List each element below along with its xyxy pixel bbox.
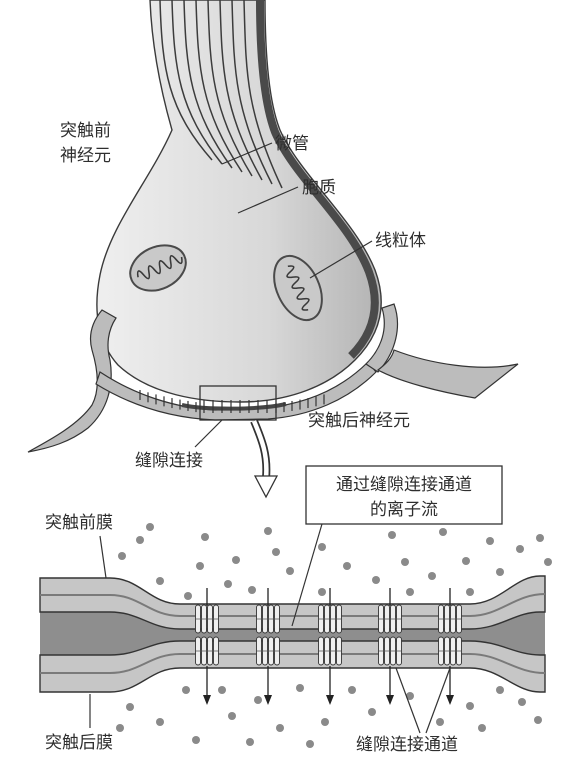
label-cytoplasm: 胞质: [302, 178, 336, 198]
ion-dot: [296, 684, 304, 692]
ion-dot: [321, 718, 329, 726]
ion-dot: [428, 572, 436, 580]
ion-dot: [536, 534, 544, 542]
ion-dot: [516, 545, 524, 553]
ion-dot: [228, 712, 236, 720]
leader-line-gap-junction: [195, 420, 222, 447]
label-presynaptic-neuron-line2: 神经元: [60, 146, 111, 166]
label-postsynaptic-membrane: 突触后膜: [45, 733, 113, 753]
ion-flow-arrowhead: [446, 695, 454, 705]
ion-dot: [248, 586, 256, 594]
ion-flow-arrowhead: [326, 695, 334, 705]
ion-dot: [466, 588, 474, 596]
ion-dot: [368, 708, 376, 716]
ion-dot: [406, 588, 414, 596]
ion-dot: [496, 686, 504, 694]
ion-dot: [436, 718, 444, 726]
ion-dot: [534, 716, 542, 724]
ion-dot: [224, 580, 232, 588]
ion-dot: [136, 536, 144, 544]
ion-dot: [439, 528, 447, 536]
ion-dot: [466, 702, 474, 710]
ion-dot: [126, 703, 134, 711]
ion-dot: [156, 718, 164, 726]
zoom-arrow: [254, 421, 277, 497]
ion-dot: [146, 523, 154, 531]
leader-line-channel-a: [396, 668, 420, 733]
label-ion-flow-line1: 通过缝隙连接通道: [336, 475, 472, 495]
ion-dot: [478, 724, 486, 732]
gap-junction-plaque: [182, 404, 286, 409]
ion-dot: [264, 527, 272, 535]
ion-dot: [232, 556, 240, 564]
ion-dot: [182, 686, 190, 694]
label-presynaptic-neuron-line1: 突触前: [60, 121, 111, 141]
ion-dot: [286, 567, 294, 575]
ion-dot: [318, 588, 326, 596]
ion-dot: [318, 543, 326, 551]
ion-dot: [486, 537, 494, 545]
label-gap-junction: 缝隙连接: [135, 451, 203, 471]
ion-dot: [254, 696, 262, 704]
ion-dot: [343, 562, 351, 570]
ion-dot: [246, 738, 254, 746]
label-ion-flow-line2: 的离子流: [370, 500, 438, 520]
ion-dot: [306, 740, 314, 748]
ion-dot: [496, 568, 504, 576]
ion-dot: [192, 736, 200, 744]
label-mitochondrion: 线粒体: [375, 231, 426, 251]
ion-dot: [184, 592, 192, 600]
presynaptic-terminal: [97, 0, 381, 402]
ion-dot: [372, 576, 380, 584]
ion-dot: [348, 686, 356, 694]
ion-dot: [201, 533, 209, 541]
ion-dot: [462, 557, 470, 565]
ion-dot: [518, 698, 526, 706]
ion-dot: [218, 686, 226, 694]
label-gap-junction-channel: 缝隙连接通道: [356, 735, 458, 755]
ion-dot: [272, 548, 280, 556]
label-microtubule: 微管: [275, 134, 309, 154]
ion-flow-arrowhead: [386, 695, 394, 705]
presynaptic-bulb: [97, 0, 381, 402]
ion-dot: [118, 552, 126, 560]
ion-flow-arrowhead: [264, 695, 272, 705]
ion-dot: [156, 577, 164, 585]
ion-dot: [276, 724, 284, 732]
ion-dot: [544, 558, 552, 566]
ion-dot: [116, 724, 124, 732]
postsynaptic-right-tail: [378, 350, 518, 398]
label-presynaptic-membrane: 突触前膜: [45, 513, 113, 533]
ion-dot: [401, 558, 409, 566]
ion-dot: [196, 562, 204, 570]
ion-dot: [388, 531, 396, 539]
label-postsynaptic-neuron: 突触后神经元: [308, 411, 410, 431]
leader-line-presynaptic-membrane: [100, 536, 106, 578]
ion-flow-arrowhead: [203, 695, 211, 705]
